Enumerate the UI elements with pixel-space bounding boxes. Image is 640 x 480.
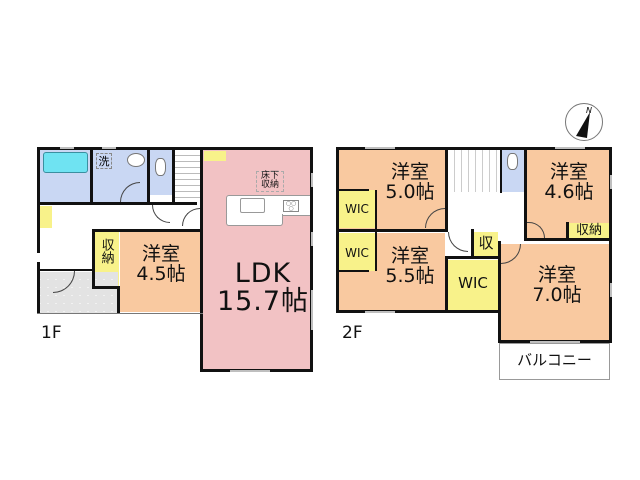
wall <box>471 229 474 259</box>
wall <box>524 147 527 240</box>
kitchen-counter-lower <box>226 214 283 226</box>
wall-thin <box>37 313 203 314</box>
ldk-cupboard <box>204 151 226 161</box>
wall <box>147 147 150 204</box>
wall <box>336 147 612 150</box>
ldk-label: LDK 15.7帖 <box>216 258 310 318</box>
wall <box>37 147 40 253</box>
storage-2f <box>569 223 609 240</box>
wic-1 <box>339 190 375 228</box>
wall <box>92 229 95 289</box>
wall <box>37 147 313 150</box>
floor-label-2f: 2F <box>342 323 363 343</box>
storage-2f-label: 収納 <box>575 223 602 238</box>
window <box>365 147 395 149</box>
wic-2 <box>339 233 375 271</box>
window <box>60 147 74 149</box>
wall <box>37 269 92 271</box>
wic-3-label: WIC <box>458 274 488 292</box>
wall <box>339 189 369 191</box>
window <box>555 147 585 149</box>
compass-north-label: N <box>586 106 592 115</box>
stairs-1f <box>175 150 200 202</box>
wall <box>339 270 369 272</box>
wic-3 <box>448 260 498 310</box>
closet-small <box>474 232 498 257</box>
wall <box>37 262 40 314</box>
toilet-icon <box>507 153 518 170</box>
window <box>610 175 612 189</box>
window <box>102 147 116 149</box>
wall <box>92 286 120 289</box>
wall <box>609 147 612 343</box>
wall <box>90 147 93 204</box>
wall <box>375 190 377 271</box>
window <box>311 173 313 187</box>
stairs-2f <box>448 150 500 192</box>
floor-label-1f: 1F <box>41 323 62 343</box>
western-room-4-6-label: 洋室 4.6帖 <box>544 161 594 203</box>
window <box>230 370 270 372</box>
ldk-room <box>203 150 313 370</box>
stove-icon: ○○○ <box>283 200 299 212</box>
window <box>610 283 612 297</box>
wall <box>117 286 120 314</box>
wall <box>336 229 448 232</box>
western-room-4-5-label: 洋室 4.5帖 <box>136 243 186 285</box>
wall <box>445 147 448 230</box>
western-room-5-0-label: 洋室 5.0帖 <box>385 161 435 203</box>
window <box>311 232 313 246</box>
entrance-hall <box>40 232 93 270</box>
balcony-label: バルコニー <box>517 351 592 369</box>
north-arrow-icon <box>576 112 590 138</box>
wall <box>172 147 175 204</box>
balcony <box>499 343 610 380</box>
toilet-icon <box>155 158 166 176</box>
entrance-genkan <box>40 272 118 313</box>
room-5-5-door[interactable] <box>448 232 468 252</box>
hallway-1f <box>40 205 202 229</box>
closet-small-label: 収 <box>478 234 494 252</box>
compass: N <box>565 103 603 141</box>
wall <box>498 241 501 343</box>
underfloor-storage-label: 床下 収納 <box>256 171 284 192</box>
wash-basin-icon <box>127 153 145 167</box>
storage-1f-label: 収納 <box>98 238 114 264</box>
wall <box>566 222 569 240</box>
shoe-cupboard <box>40 206 52 228</box>
window <box>530 341 580 343</box>
wall <box>200 147 203 372</box>
bathtub-icon <box>43 152 88 173</box>
kitchen-sink-icon <box>240 198 265 213</box>
wall <box>92 229 202 232</box>
wall <box>37 202 197 205</box>
wall <box>336 310 501 313</box>
washroom-label-box: 洗 <box>96 153 112 169</box>
wall <box>445 256 448 313</box>
window <box>365 311 395 313</box>
window <box>311 290 313 330</box>
western-room-7-0 <box>501 244 609 340</box>
wic-2-label: WIC <box>345 246 369 260</box>
western-room-7-0-label: 洋室 7.0帖 <box>532 264 582 306</box>
western-room-5-5-label: 洋室 5.5帖 <box>385 245 435 287</box>
wall <box>310 147 313 372</box>
wic-1-label: WIC <box>345 202 369 216</box>
wall <box>500 147 502 193</box>
western-room-4-5 <box>120 232 201 312</box>
